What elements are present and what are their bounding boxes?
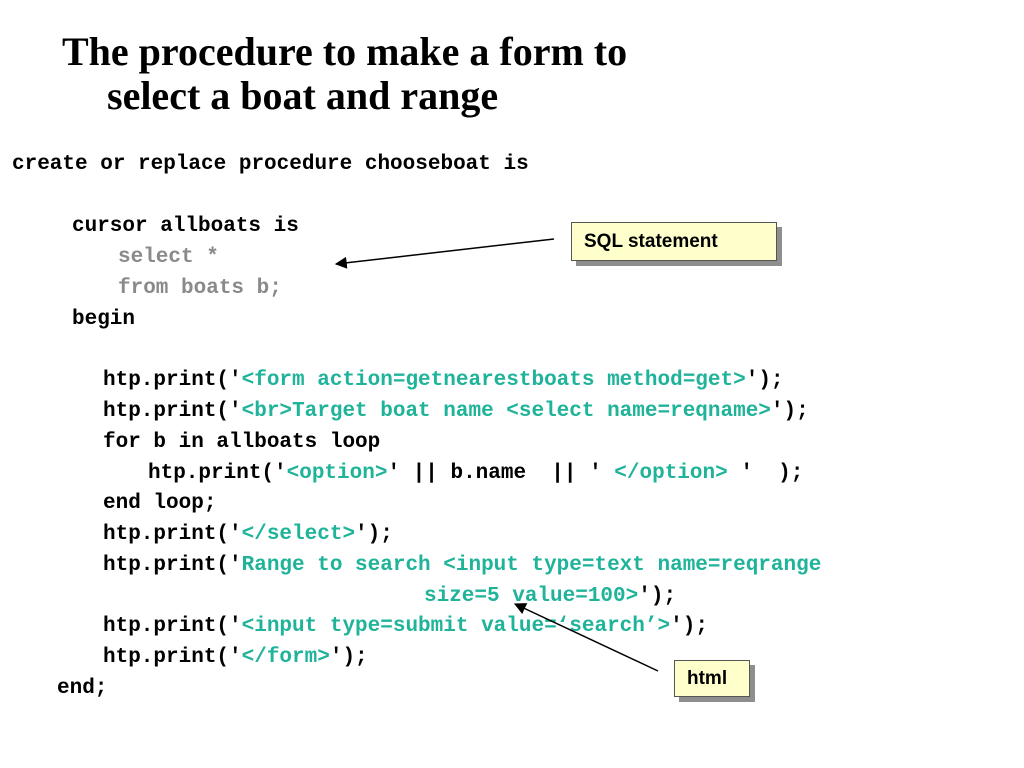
title-line-1: The procedure to make a form to bbox=[62, 29, 628, 74]
title-line-2: select a boat and range bbox=[107, 73, 499, 118]
code-line-print-endselect: htp.print('</select>'); bbox=[103, 522, 393, 548]
html-text: <form action=getnearestboats method=get> bbox=[241, 369, 746, 392]
html-text: <input type=submit value=‘search’> bbox=[241, 615, 671, 638]
code-line-cursor: cursor allboats is bbox=[72, 215, 299, 238]
code-text: '); bbox=[745, 369, 784, 392]
html-text: <br>Target boat name <select name=reqnam… bbox=[241, 400, 771, 423]
callout-label: html bbox=[687, 667, 728, 689]
code-line-print-submit: htp.print('<input type=submit value=‘sea… bbox=[103, 614, 708, 640]
html-text: <option> bbox=[286, 462, 388, 485]
code-line-print-form: htp.print('<form action=getnearestboats … bbox=[103, 368, 784, 394]
code-text: htp.print(' bbox=[103, 554, 242, 577]
code-text: '); bbox=[355, 523, 393, 546]
code-line-print-select: htp.print('<br>Target boat name <select … bbox=[103, 399, 809, 425]
code-line-print-endform: htp.print('</form>'); bbox=[103, 645, 368, 671]
code-line-endloop: end loop; bbox=[103, 492, 217, 515]
code-text: htp.print(' bbox=[103, 523, 242, 546]
code-text: ' || b.name || ' bbox=[387, 462, 615, 485]
code-text: htp.print(' bbox=[103, 400, 242, 423]
slide-title: The procedure to make a form to select a… bbox=[62, 30, 782, 118]
code-text: htp.print(' bbox=[148, 462, 287, 485]
code-text: '); bbox=[329, 646, 368, 669]
code-text: htp.print(' bbox=[103, 615, 242, 638]
code-text: '); bbox=[670, 615, 708, 638]
code-text: htp.print(' bbox=[103, 646, 242, 669]
code-line-range-continued: size=5 value=100>'); bbox=[424, 584, 676, 610]
code-line-for: for b in allboats loop bbox=[103, 431, 381, 454]
code-text: htp.print(' bbox=[103, 369, 242, 392]
sql-arrow bbox=[334, 238, 555, 269]
code-text: '); bbox=[770, 400, 809, 423]
html-text: </option> bbox=[614, 462, 728, 485]
html-callout: html bbox=[674, 660, 750, 697]
html-text: </select> bbox=[241, 523, 356, 546]
code-line-begin: begin bbox=[72, 308, 136, 331]
html-arrow bbox=[513, 603, 659, 672]
html-text: size=5 value=100> bbox=[424, 585, 639, 608]
html-text: Range to search <input type=text name=re… bbox=[241, 554, 822, 577]
code-text: ' ); bbox=[727, 462, 804, 485]
code-text: '); bbox=[638, 585, 677, 608]
code-line-end: end; bbox=[57, 677, 108, 700]
code-line-from: from boats b; bbox=[118, 277, 282, 300]
code-line-print-range: htp.print('Range to search <input type=t… bbox=[103, 553, 821, 579]
html-text: </form> bbox=[241, 646, 330, 669]
code-line-create: create or replace procedure chooseboat i… bbox=[12, 153, 529, 176]
sql-statement-callout: SQL statement bbox=[571, 222, 777, 261]
callout-label: SQL statement bbox=[584, 230, 718, 252]
code-line-select: select * bbox=[118, 246, 219, 269]
code-line-print-option: htp.print('<option>' || b.name || ' </op… bbox=[148, 461, 803, 487]
